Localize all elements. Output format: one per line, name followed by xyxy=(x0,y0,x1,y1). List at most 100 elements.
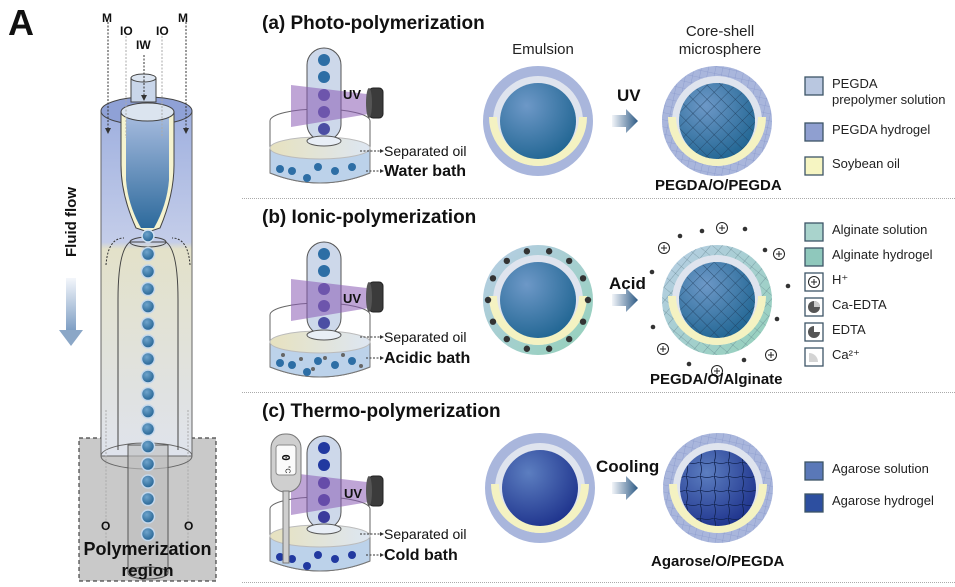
microsphere-aga xyxy=(485,433,595,543)
legend-label-line: PEGDA hydrogel xyxy=(832,122,931,137)
legend-item: PEGDA hydrogel xyxy=(804,122,945,142)
bath-droplet xyxy=(303,368,311,376)
thermometer-display xyxy=(275,444,297,476)
edta-free-marker xyxy=(741,357,747,363)
uv-label-b: UV xyxy=(343,291,362,306)
uv-label-a: UV xyxy=(343,87,362,102)
divider-a-b xyxy=(242,198,955,199)
product-label-b: PEGDA/O/Alginate xyxy=(650,371,783,388)
section-b-title: (b) Ionic-polymerization xyxy=(262,207,477,228)
droplet xyxy=(140,264,156,279)
legend-swatch-box xyxy=(804,156,824,176)
bath-droplet xyxy=(276,359,284,367)
edta-free-marker xyxy=(699,228,705,234)
divider-b-c xyxy=(242,392,955,393)
h-plus-sign xyxy=(776,251,782,257)
droplet xyxy=(140,439,156,454)
edta-marker xyxy=(503,335,511,343)
legend-label: Alginate hydrogel xyxy=(832,247,932,263)
edta-marker xyxy=(489,275,497,282)
process-arrow-icon xyxy=(612,288,638,312)
tube-droplet xyxy=(318,459,330,471)
uv-lamp-lens xyxy=(366,282,372,312)
uv-beam xyxy=(291,85,375,127)
uv-bath-apparatus-a xyxy=(269,47,384,184)
tube-droplet xyxy=(318,71,330,83)
h-plus-sign xyxy=(714,368,720,374)
microsphere-alg xyxy=(483,245,593,355)
edta-marker xyxy=(565,335,573,343)
tube-bottom xyxy=(306,135,342,147)
uv-bath-apparatus-b xyxy=(269,241,384,378)
divider-bottom xyxy=(242,582,955,583)
legend-label-line: Agarose solution xyxy=(832,461,929,476)
fluid-flow-arrow xyxy=(59,330,83,346)
h-plus-sign xyxy=(811,279,817,285)
edta-marker xyxy=(565,257,573,265)
edta-free-marker xyxy=(774,316,780,322)
legend-label-line: prepolymer solution xyxy=(832,92,946,107)
bath-ion xyxy=(281,353,285,357)
section-a-title: (a) Photo-polymerization xyxy=(262,13,485,34)
process-arrow-icon xyxy=(612,476,638,500)
droplet xyxy=(140,369,156,384)
label-io-left: IO xyxy=(120,24,133,38)
uv-bath-apparatus-c xyxy=(269,433,384,572)
legend-label: H⁺ xyxy=(832,272,848,288)
ca-wedge xyxy=(814,301,820,307)
core xyxy=(500,262,576,338)
legend-label-line: H⁺ xyxy=(832,272,849,287)
edta-icon xyxy=(808,326,820,338)
bath-droplet xyxy=(288,555,296,563)
agarose-hydrogel-mesh xyxy=(680,450,756,526)
droplet xyxy=(140,456,156,472)
process-arrow-icon xyxy=(612,109,638,133)
product-label-c: Agarose/O/PEGDA xyxy=(651,553,785,570)
bath-ion xyxy=(299,357,303,361)
capillary-device xyxy=(59,22,217,582)
uv-lamp-lens xyxy=(366,88,372,118)
bath-ion xyxy=(323,356,327,360)
bath-droplet xyxy=(276,165,284,173)
bath-droplet xyxy=(331,167,339,175)
tube-droplet xyxy=(318,123,330,135)
legend-item: Ca²⁺ xyxy=(804,347,932,367)
transform-label-b: Acid xyxy=(609,274,646,293)
legend-item: Ca-EDTA xyxy=(804,297,932,317)
droplet xyxy=(140,316,156,332)
transform-label-a: UV xyxy=(617,86,641,105)
legend-label: Soybean oil xyxy=(832,156,900,172)
bath-label-b: Acidic bath xyxy=(384,350,471,367)
bath-droplet xyxy=(314,551,322,559)
legend-label: EDTA xyxy=(832,322,866,338)
label-io-right: IO xyxy=(156,24,169,38)
edta-free-marker xyxy=(785,283,791,289)
droplet xyxy=(140,386,156,402)
legend-item: Agarose solution xyxy=(804,461,934,481)
core-hydrogel-mesh xyxy=(679,83,755,159)
legend-label-line: Soybean oil xyxy=(832,156,900,171)
legend-swatch-box xyxy=(804,76,824,96)
bath-label-c: Cold bath xyxy=(384,547,458,564)
microsphere-pegda xyxy=(483,66,593,176)
legend-swatch-box xyxy=(804,222,824,242)
bath-droplet xyxy=(303,562,311,570)
tube-bottom xyxy=(306,523,342,535)
bath-ion xyxy=(359,364,363,368)
bath-droplet xyxy=(314,163,322,171)
label-m-right: M xyxy=(178,11,188,25)
droplet-chain xyxy=(140,229,156,542)
edta-marker xyxy=(545,345,553,352)
legend-label: Ca-EDTA xyxy=(832,297,887,313)
microsphere-alg-gel xyxy=(662,245,772,355)
edta-free-marker xyxy=(677,233,683,239)
oil-label-b: Separated oil xyxy=(384,329,467,345)
polymerization-label-line1: Polymerization xyxy=(83,539,212,559)
bath-droplet xyxy=(303,174,311,182)
bath-droplet xyxy=(331,361,339,369)
legend-label-line: Alginate hydrogel xyxy=(832,247,933,262)
core-hydrogel-mesh xyxy=(679,262,755,338)
core xyxy=(502,450,578,526)
oil-layer xyxy=(491,483,589,533)
